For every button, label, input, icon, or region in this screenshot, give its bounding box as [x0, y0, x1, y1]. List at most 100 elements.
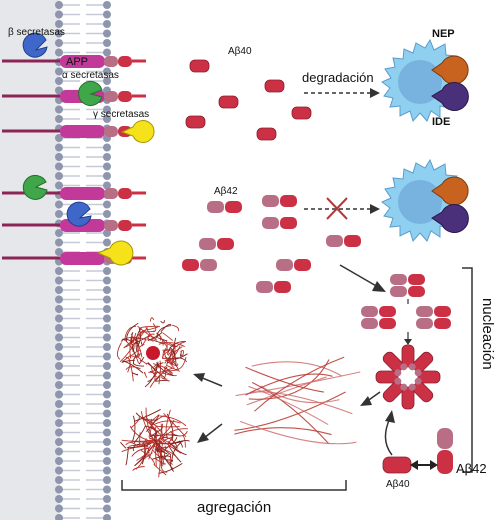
- plaque-fiber: [129, 439, 153, 442]
- degradation-arrow-head: [370, 88, 380, 98]
- lipid-head: [103, 48, 111, 57]
- to-plaque-arrow-bottom-head: [197, 432, 209, 443]
- plaque-fiber: [172, 430, 188, 437]
- fibril-strand: [234, 391, 346, 431]
- plaque-fiber: [156, 434, 178, 437]
- plaque-fiber: [132, 362, 145, 367]
- lipid-head: [55, 305, 63, 313]
- plaque-fiber: [156, 325, 172, 337]
- plaque-fiber: [120, 442, 127, 449]
- lipid-head: [103, 29, 111, 38]
- lipid-head: [55, 162, 63, 171]
- plaque-fiber: [140, 449, 156, 466]
- plaque-fiber: [160, 323, 172, 333]
- plaque-fiber: [129, 349, 142, 358]
- lipid-head: [103, 371, 111, 380]
- plaque-fiber: [136, 329, 147, 345]
- lipid-head: [55, 343, 63, 351]
- abeta40-bottom-label: Aβ40: [386, 479, 410, 490]
- plaque-fiber: [165, 409, 171, 438]
- lipid-head: [103, 333, 111, 342]
- lipid-head: [103, 438, 111, 446]
- plaque-fiber: [170, 357, 176, 368]
- plaque-fiber: [151, 455, 172, 460]
- plaque-fiber: [161, 436, 174, 447]
- nucleus-petal: [401, 344, 415, 368]
- abeta42-dimer: [256, 281, 291, 293]
- lipid-head: [55, 362, 63, 370]
- abeta42-dimer: [276, 259, 311, 271]
- abeta-nucleus: [375, 344, 441, 410]
- plaque-fiber: [176, 439, 190, 443]
- plaque-fiber: [163, 454, 169, 460]
- fibril-strand: [248, 385, 329, 426]
- lipid-head: [55, 200, 63, 209]
- to-plaque-arrow-bottom: [203, 423, 223, 439]
- plaque-fiber: [180, 351, 183, 357]
- app-label: APP: [66, 56, 88, 68]
- plaque-fiber: [149, 317, 155, 322]
- lipid-head: [55, 172, 63, 180]
- nucleation-bracket: [462, 267, 473, 473]
- fibril-strand: [245, 366, 324, 393]
- plaque-fiber: [168, 454, 171, 464]
- plaque-fiber: [142, 440, 146, 445]
- nucleus-inner-bead: [394, 369, 402, 377]
- nucleus-petal: [412, 381, 434, 403]
- plaque-fiber: [117, 342, 122, 360]
- lipid-head: [103, 476, 111, 484]
- plaque-fiber: [141, 343, 145, 347]
- lipid-head: [103, 77, 111, 85]
- plaque-fiber: [125, 366, 141, 371]
- lipid-head: [103, 143, 111, 152]
- abeta42-vertical-dimer: [437, 428, 453, 474]
- lipid-head: [103, 447, 111, 456]
- plaque-fiber: [128, 442, 155, 447]
- fibril-strand: [251, 381, 330, 445]
- abeta42-dimer: [207, 201, 242, 213]
- plaque-fiber: [170, 458, 175, 472]
- app-protein-row-4: [2, 187, 146, 200]
- plaque-fiber: [140, 417, 159, 437]
- ide-enzyme-icon: [431, 82, 469, 111]
- plaque-fiber: [167, 341, 186, 356]
- plaque-fiber: [156, 443, 162, 461]
- plaque-fiber: [176, 356, 187, 370]
- blocked-x-icon: [326, 197, 348, 220]
- plaque-fiber: [182, 434, 186, 448]
- lipid-head: [55, 229, 63, 237]
- plaque-fiber: [171, 440, 183, 463]
- plaque-fiber: [158, 360, 161, 385]
- fibril-strand: [260, 385, 340, 404]
- abeta42-bottom-label: Aβ42: [456, 461, 487, 476]
- plaque-fiber: [168, 353, 188, 360]
- ide-label: IDE: [432, 116, 450, 128]
- lipid-head: [55, 419, 63, 427]
- beta-secretase-label: β secretasas: [8, 27, 65, 38]
- plaque-fiber: [131, 372, 139, 376]
- lipid-head: [55, 248, 63, 256]
- lipid-head: [103, 419, 111, 427]
- agregacion-bracket: [121, 480, 347, 491]
- lipid-head: [55, 352, 63, 361]
- fibril-strand: [245, 373, 333, 396]
- lipid-head: [55, 390, 63, 399]
- plaque-fiber: [155, 442, 172, 456]
- plaque-fiber: [159, 415, 187, 427]
- to-plaque-arrow-top: [199, 376, 223, 387]
- fibril-strand: [246, 376, 327, 406]
- plaque-fiber: [132, 466, 145, 471]
- nep-enzyme-icon: [431, 55, 469, 85]
- lipid-head: [55, 105, 63, 114]
- lipid-head: [55, 447, 63, 456]
- plaque-fiber: [138, 357, 145, 365]
- lipid-head: [103, 466, 111, 475]
- plaque-fiber: [146, 414, 160, 433]
- lipid-head: [103, 162, 111, 171]
- lipid-head: [55, 428, 63, 437]
- lipid-head: [103, 20, 111, 28]
- plaque-fiber: [158, 342, 168, 351]
- to-fibrils-arrow-head: [360, 396, 372, 406]
- lipid-head: [103, 105, 111, 114]
- plaque-fiber: [157, 337, 168, 342]
